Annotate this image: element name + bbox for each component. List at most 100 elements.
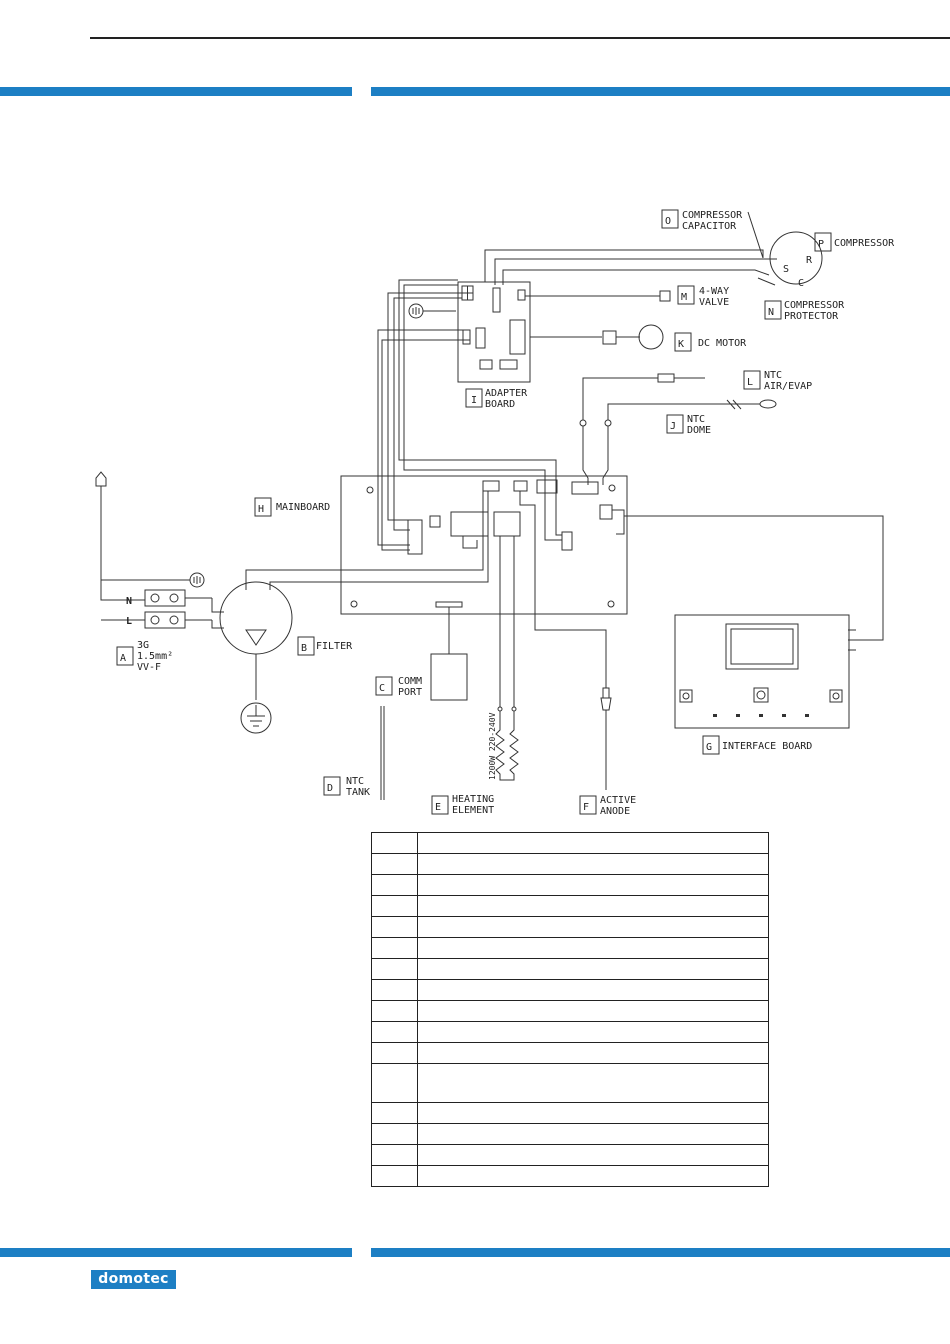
compressor-c-label: C — [798, 278, 804, 289]
label-c-2: PORT — [398, 687, 422, 698]
legend-value — [417, 937, 769, 959]
letter-g: G — [706, 742, 712, 753]
label-d-2: TANK — [346, 787, 370, 798]
header-rule — [90, 37, 950, 39]
legend-key — [371, 1102, 418, 1124]
label-f-1: ACTIVE — [600, 795, 636, 806]
label-a-1: 3G — [137, 640, 149, 651]
letter-m: M — [681, 292, 687, 303]
legend-value — [417, 832, 769, 854]
adapter-board — [457, 281, 531, 383]
legend-key — [371, 1021, 418, 1043]
interface-leds — [713, 714, 809, 717]
label-l-2: AIR/EVAP — [764, 381, 812, 392]
legend-key — [371, 1123, 418, 1145]
compressor-body — [769, 231, 823, 285]
label-a-2: 1.5mm² — [137, 651, 173, 662]
legend-key — [371, 1165, 418, 1187]
header-bar-right — [371, 87, 950, 96]
legend-key — [371, 979, 418, 1001]
header-bar-left — [0, 87, 352, 96]
label-a-3: VV-F — [137, 662, 161, 673]
legend-value — [417, 916, 769, 938]
legend-row — [371, 1144, 769, 1166]
letter-j: J — [670, 421, 676, 432]
label-p-1: COMPRESSOR — [834, 238, 895, 249]
legend-row — [371, 1000, 769, 1022]
dc-motor-icon — [638, 324, 664, 350]
mainboard — [340, 475, 628, 615]
legend-row — [371, 1165, 769, 1187]
capacitor-lead — [747, 211, 764, 259]
legend-row — [371, 1123, 769, 1145]
legend-key — [371, 832, 418, 854]
legend-key — [371, 1144, 418, 1166]
legend-row — [371, 979, 769, 1001]
legend-value — [417, 1123, 769, 1145]
legend-value — [417, 1102, 769, 1124]
label-e-1: HEATING — [452, 794, 494, 805]
legend-value — [417, 1165, 769, 1187]
label-m-2: VALVE — [699, 297, 729, 308]
legend-key — [371, 853, 418, 875]
legend-value — [417, 1144, 769, 1166]
label-o-1: COMPRESSOR — [682, 210, 743, 221]
label-o-2: CAPACITOR — [682, 221, 737, 232]
label-f-2: ANODE — [600, 806, 630, 817]
terminal-n-label: N — [126, 596, 132, 607]
legend-key — [371, 874, 418, 896]
legend-row — [371, 874, 769, 896]
letter-f: F — [583, 802, 589, 813]
legend-row — [371, 895, 769, 917]
legend-value — [417, 1063, 769, 1103]
label-n-2: PROTECTOR — [784, 311, 839, 322]
legend-key — [371, 916, 418, 938]
legend-row — [371, 937, 769, 959]
label-g-1: INTERFACE BOARD — [722, 741, 812, 752]
filter-body — [219, 581, 293, 655]
legend-row — [371, 853, 769, 875]
letter-d: D — [327, 783, 333, 794]
label-j-1: NTC — [687, 414, 705, 425]
letter-c: C — [379, 683, 385, 694]
label-l-1: NTC — [764, 370, 782, 381]
letter-b: B — [301, 643, 307, 654]
legend-value — [417, 979, 769, 1001]
legend-value — [417, 958, 769, 980]
domotec-logo: domotec — [91, 1270, 176, 1289]
comm-port-box — [430, 653, 468, 701]
interface-board — [674, 614, 850, 729]
compressor-r-label: R — [806, 255, 813, 266]
heater-rating-label: 1200W 220-240V — [488, 712, 497, 780]
legend-value — [417, 874, 769, 896]
label-k-1: DC MOTOR — [698, 338, 747, 349]
legend-value — [417, 853, 769, 875]
wiring-diagram: O P M N K L J I H B A C D E F G COMPRESS… — [95, 209, 895, 817]
legend-row — [371, 1042, 769, 1064]
legend-row — [371, 916, 769, 938]
label-m-1: 4-WAY — [699, 286, 729, 297]
label-d-1: NTC — [346, 776, 364, 787]
legend-key — [371, 1063, 418, 1103]
legend-table — [371, 832, 769, 1187]
legend-value — [417, 1042, 769, 1064]
compressor-s-label: S — [783, 264, 789, 275]
label-n-1: COMPRESSOR — [784, 300, 845, 311]
footer-bar-left — [0, 1248, 352, 1257]
letter-e: E — [435, 802, 441, 813]
earth-symbol — [240, 702, 272, 734]
legend-row — [371, 1063, 769, 1103]
legend-row — [371, 1021, 769, 1043]
footer-bar-right — [371, 1248, 950, 1257]
label-j-2: DOME — [687, 425, 711, 436]
legend-value — [417, 1000, 769, 1022]
label-i-1: ADAPTER — [485, 388, 528, 399]
legend-key — [371, 1042, 418, 1064]
letter-a: A — [120, 653, 126, 664]
legend-key — [371, 1000, 418, 1022]
label-e-2: ELEMENT — [452, 805, 494, 816]
letter-h: H — [258, 504, 264, 515]
legend-value — [417, 1021, 769, 1043]
terminal-l-label: L — [126, 616, 132, 627]
legend-key — [371, 958, 418, 980]
